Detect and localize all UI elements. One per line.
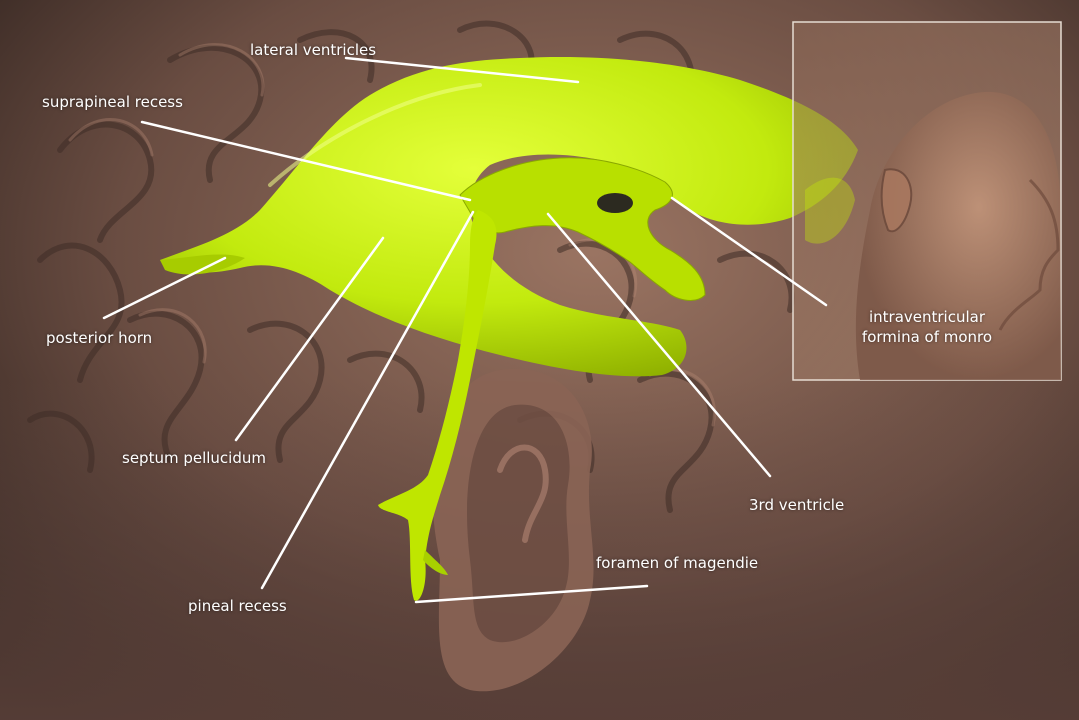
label-posterior-horn: posterior horn: [46, 328, 152, 348]
label-intraventricular-line2: formina of monro: [832, 327, 1022, 347]
label-septum-pellucidum: septum pellucidum: [122, 448, 266, 468]
foramen-hole: [597, 193, 633, 213]
label-foramen-of-magendie: foramen of magendie: [596, 553, 758, 573]
label-third-ventricle: 3rd ventricle: [749, 495, 844, 515]
label-lateral-ventricles: lateral ventricles: [250, 40, 376, 60]
label-intraventricular-foramina: intraventricular formina of monro: [832, 307, 1022, 347]
label-suprapineal-recess: suprapineal recess: [42, 92, 183, 112]
label-pineal-recess: pineal recess: [188, 596, 287, 616]
label-intraventricular-line1: intraventricular: [832, 307, 1022, 327]
